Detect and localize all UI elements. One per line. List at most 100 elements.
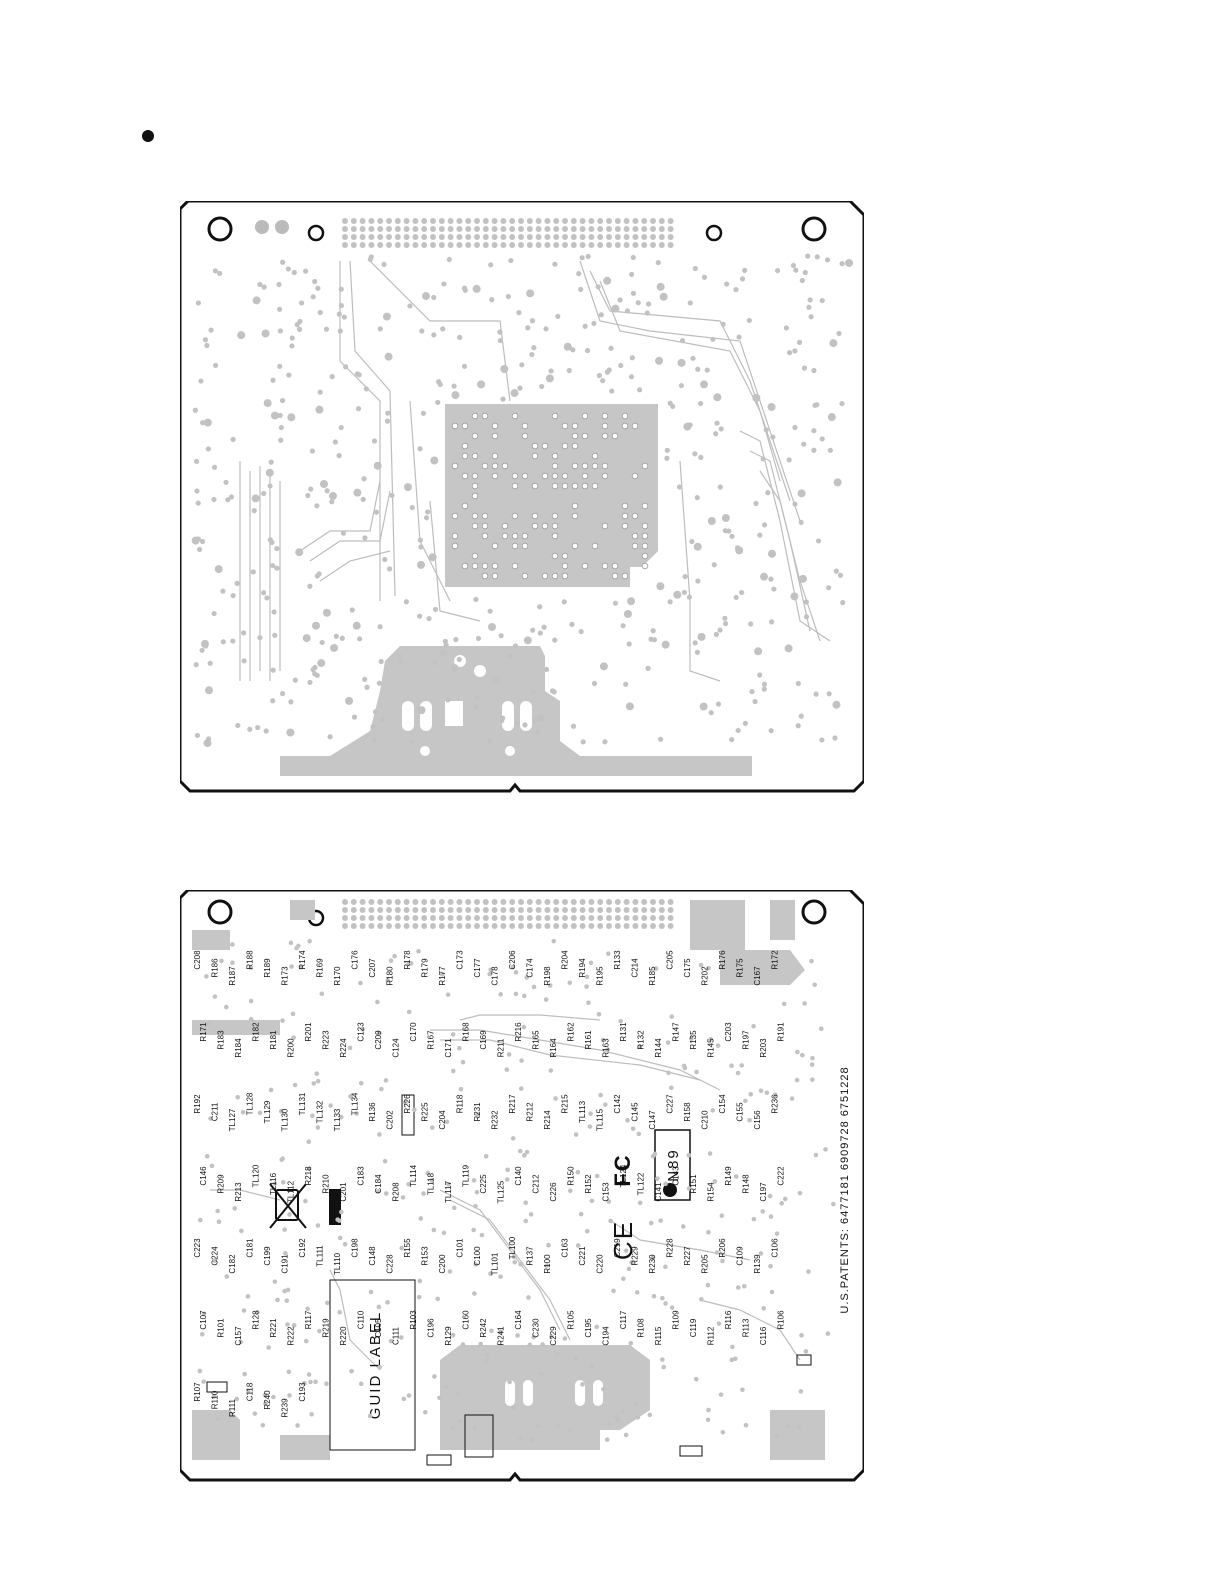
component-label: C226 [549,1182,558,1202]
component-label: C183 [357,1166,366,1186]
component-label: C124 [392,1038,401,1058]
component-label: C141 [654,1182,663,1202]
component-label: C201 [339,1182,348,1202]
regulatory-marks: N89 FC CE [608,1129,691,1260]
component-label: C143 [672,1166,681,1186]
component-label: C197 [759,1182,768,1202]
component-label: R208 [392,1182,401,1202]
component-label: R107 [193,1382,202,1402]
pcb-bottom-svg: N89 FC CE GUID LABEL U.S.PATENTS: 647718… [180,890,864,1482]
component-label: C182 [228,1254,237,1274]
component-label: C191 [281,1254,290,1274]
component-label: R103 [409,1310,418,1330]
component-label: C204 [438,1110,447,1130]
component-label: R170 [333,966,342,986]
component-label: C221 [578,1246,587,1266]
component-label: TL101 [491,1252,500,1275]
component-label: C199 [263,1246,272,1266]
component-label: R225 [421,1102,430,1122]
component-label: C142 [613,1094,622,1114]
component-label: C207 [368,958,377,978]
component-label: R132 [637,1030,646,1050]
component-label: R174 [298,950,307,970]
component-label: R230 [648,1254,657,1274]
bga-ground-pad [445,404,658,587]
component-label: C227 [666,1094,675,1114]
component-label: R117 [304,1310,313,1329]
component-label: R164 [549,1038,558,1058]
component-label: R198 [543,966,552,986]
component-label: C100 [473,1246,482,1266]
component-label: R224 [339,1038,348,1058]
component-label: C171 [444,1038,453,1058]
component-label: R242 [479,1318,488,1338]
component-label: R186 [211,958,220,978]
component-label: R155 [403,1238,412,1258]
component-label: R240 [263,1390,272,1410]
component-label: R211 [497,1038,506,1057]
pad [255,220,269,234]
component-label: R139 [753,1254,762,1274]
component-label: R173 [281,966,290,986]
component-label: C170 [409,1022,418,1042]
component-label: R181 [269,1030,278,1050]
component-label: R213 [234,1182,243,1202]
component-label: R165 [532,1030,541,1050]
component-label: R241 [497,1326,506,1346]
component-label: R194 [578,958,587,978]
component-label: R184 [234,1038,243,1058]
component-label: C210 [701,1110,710,1130]
component-label: R168 [462,1022,471,1042]
component-label: R167 [427,1030,436,1050]
component-label: C205 [666,950,675,970]
component-label: C181 [246,1238,255,1258]
component-label: R161 [584,1030,593,1050]
component-label: C119 [689,1318,698,1337]
component-label: C147 [648,1110,657,1130]
component-label: R172 [771,950,780,970]
component-label: R112 [707,1326,716,1345]
ground-pour-holes [402,655,532,756]
component-label: R231 [473,1102,482,1122]
model-mark: N89 [665,1148,682,1182]
component-label: R189 [263,958,272,978]
component-label: TL117 [444,1180,453,1203]
bullet-point [142,130,154,142]
component-label: R188 [246,950,255,970]
component-label: C212 [532,1174,541,1194]
component-label: R163 [602,1038,611,1058]
component-label: R136 [368,1102,377,1122]
component-label: R236 [771,1094,780,1114]
component-label: R214 [543,1110,552,1130]
component-label: C169 [479,1030,488,1050]
component-label: C229 [549,1326,558,1346]
component-label: C117 [619,1310,628,1329]
component-label: C101 [456,1238,465,1258]
component-label: C145 [631,1102,640,1122]
component-label: R111 [228,1398,237,1416]
component-label: R197 [742,1030,751,1050]
component-label: R153 [421,1246,430,1266]
component-label: C173 [456,950,465,970]
component-label: C116 [759,1326,768,1345]
component-label: R232 [491,1110,500,1130]
component-label: C163 [561,1238,570,1258]
component-label: R202 [701,966,710,986]
component-label: R171 [199,1022,208,1042]
component-label: R226 [403,1094,412,1114]
component-label: R169 [316,958,325,978]
traces [239,260,831,682]
component-label: C230 [532,1318,541,1338]
component-label: C118 [246,1382,255,1401]
component-label: R176 [718,950,727,970]
component-label: C224 [211,1246,220,1266]
component-label: R195 [596,966,605,986]
component-label: C203 [724,1022,733,1042]
mounting-hole [207,899,233,925]
component-label: TL132 [316,1100,325,1123]
component-label: C194 [602,1326,611,1346]
pcb-bottom-view: N89 FC CE GUID LABEL U.S.PATENTS: 647718… [180,890,864,1482]
component-label: C195 [584,1318,593,1338]
component-label: R217 [508,1094,517,1114]
